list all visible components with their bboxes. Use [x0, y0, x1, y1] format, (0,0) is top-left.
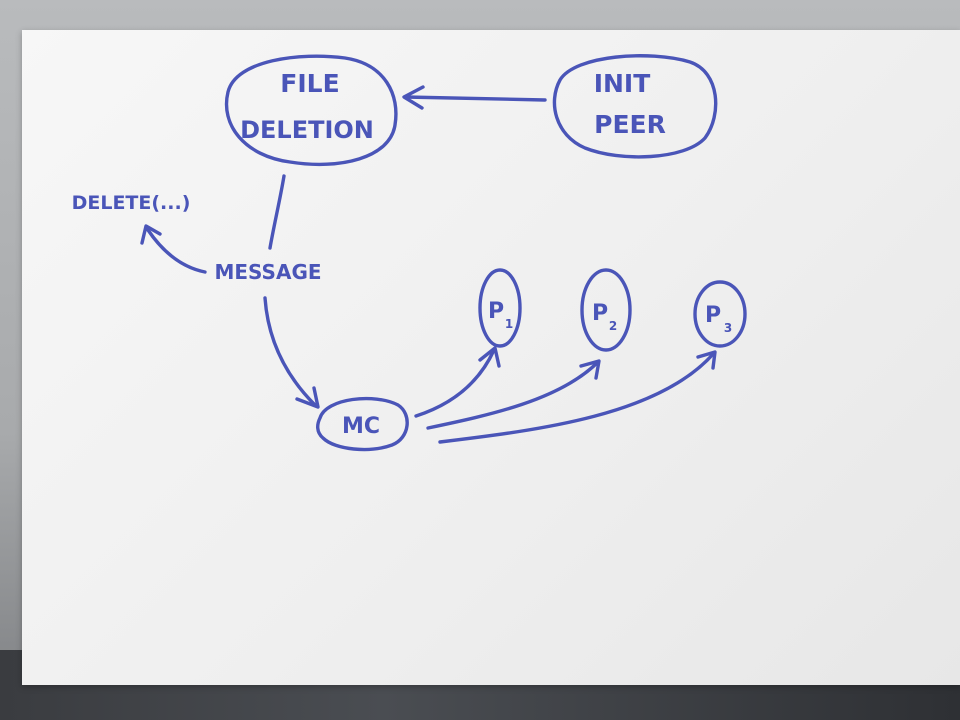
edge-mc-to-p1	[414, 346, 501, 418]
node-p2: P 2	[580, 268, 632, 352]
edge-mc-to-p3	[438, 350, 717, 444]
node-mc: MC	[316, 396, 409, 452]
node-p1: P 1	[478, 268, 522, 348]
arrowhead-icon	[696, 350, 717, 370]
p3-subscript: 3	[724, 321, 732, 335]
init-peer-ellipse	[552, 54, 718, 159]
message-label: MESSAGE	[214, 260, 321, 284]
p1-label: P	[488, 299, 504, 324]
init-peer-label-line1: INIT	[594, 69, 651, 98]
arrowhead-icon	[140, 224, 162, 245]
edge-line	[263, 296, 317, 407]
edge-init-peer-to-file-deletion	[402, 85, 547, 110]
arrowhead-icon	[402, 85, 425, 110]
p2-label: P	[592, 301, 608, 326]
arrowhead-icon	[478, 346, 501, 368]
node-file-deletion: FILE DELETION	[224, 54, 398, 167]
edge-line	[426, 360, 600, 430]
file-deletion-label-line1: FILE	[280, 69, 339, 98]
arrowhead-icon	[295, 386, 320, 409]
edge-message-to-delete	[140, 224, 207, 274]
p3-label: P	[705, 303, 721, 328]
delete-call-label: DELETE(...)	[72, 192, 191, 214]
mc-ellipse	[316, 396, 409, 452]
node-p3: P 3	[693, 280, 747, 348]
file-deletion-ellipse	[224, 54, 398, 167]
edge-line	[146, 228, 207, 274]
p3-ellipse	[693, 280, 747, 348]
node-init-peer: INIT PEER	[552, 54, 718, 159]
mc-label: MC	[342, 414, 380, 439]
edge-line	[403, 95, 547, 102]
p2-ellipse	[580, 268, 632, 352]
p2-subscript: 2	[609, 319, 617, 333]
edge-line	[414, 348, 496, 418]
file-deletion-label-line2: DELETION	[240, 116, 374, 144]
edge-mc-to-p2	[426, 359, 601, 430]
arrowhead-icon	[579, 359, 601, 380]
edge-line	[438, 351, 716, 444]
edge-file-deletion-to-message	[268, 174, 286, 250]
init-peer-label-line2: PEER	[594, 110, 666, 139]
p1-ellipse	[478, 268, 522, 348]
edge-message-to-mc	[263, 296, 320, 409]
p1-subscript: 1	[505, 317, 513, 331]
